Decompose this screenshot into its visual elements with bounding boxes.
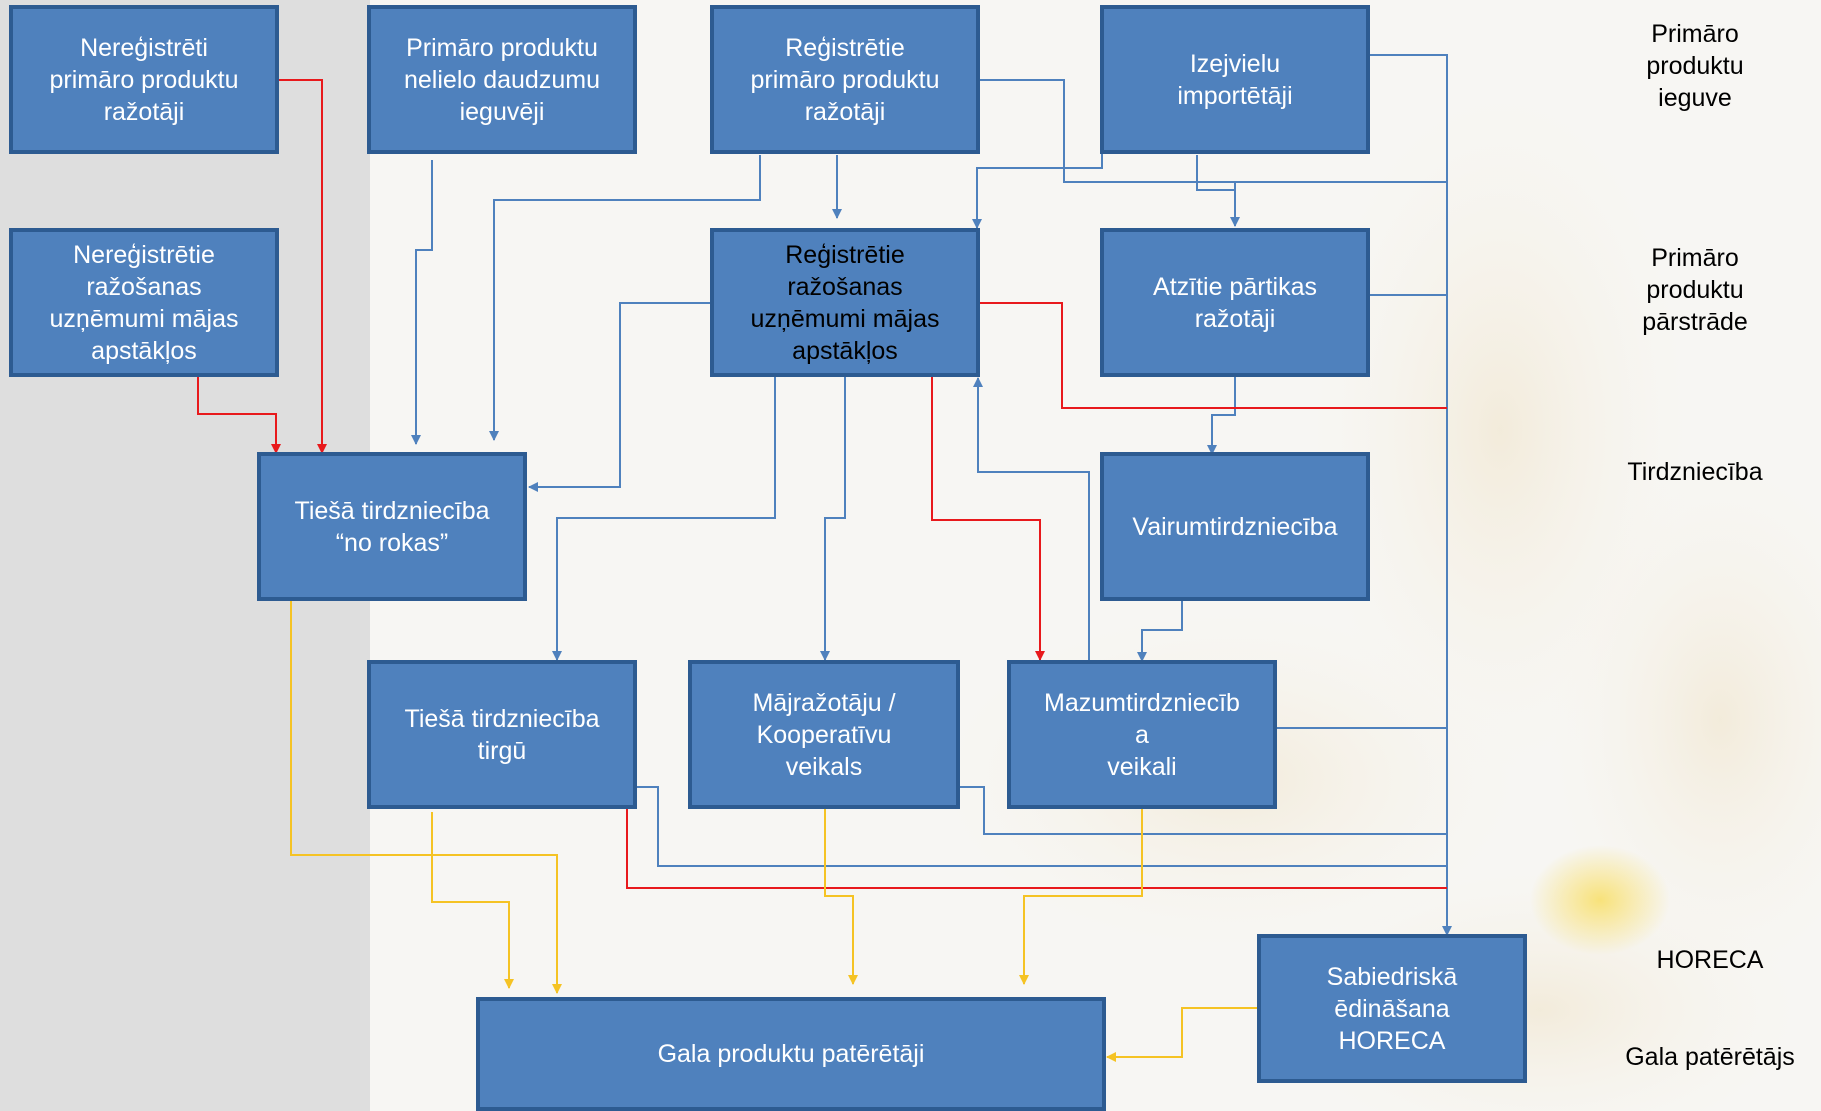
node-home-producer-coop-shop: Mājražotāju / Kooperatīvu veikals [688, 660, 960, 809]
line-wholesale-to-reg-home [973, 377, 1090, 662]
line-importers-to-horeca [1370, 54, 1452, 936]
line-reg-home-to-bus [977, 302, 1447, 409]
line-unreg-primary-to-direct-hand [274, 79, 327, 454]
stage-label-primary-production: Primāro produktu ieguve [1646, 20, 1744, 112]
node-label: Vairumtirdzniecība [1132, 512, 1338, 541]
line-direct-hand-to-consumers [290, 598, 562, 994]
node-label: Gala produktu patērētāji [657, 1040, 925, 1068]
node-label: Sabiedriskā ēdināšana HORECA [1326, 962, 1458, 1055]
line-reg-primary-to-direct-hand [489, 155, 761, 441]
node-label: Reģistrētie ražošanas uzņēmumi mājas aps… [750, 240, 940, 365]
node-label: Tiešā tirdzniecība “no rokas” [294, 496, 490, 557]
node-label: Nereģistrēti primāro produktu ražotāji [49, 33, 239, 126]
node-reg-primary-producers: Reģistrētie primāro produktu ražotāji [710, 5, 980, 154]
stage-label-horeca: HORECA [1656, 946, 1764, 974]
line-small-qty-to-direct-hand [411, 160, 433, 445]
node-direct-hand-sales: Tiešā tirdzniecība “no rokas” [257, 452, 527, 601]
line-direct-market-to-bus [637, 786, 1447, 867]
node-direct-market-sales: Tiešā tirdzniecība tirgū [367, 660, 637, 809]
node-raw-material-importers: Izejvielu importētāji [1100, 5, 1370, 154]
flower-center [1530, 845, 1670, 955]
node-label: Nereģistrētie ražošanas uzņēmumi mājas a… [49, 240, 239, 365]
line-reg-home-to-direct-hand [528, 302, 712, 492]
node-wholesale: Vairumtirdzniecība [1100, 452, 1370, 601]
node-reg-home-producers: Reģistrētie ražošanas uzņēmumi mājas aps… [710, 228, 980, 377]
line-unreg-home-to-direct-hand [197, 375, 281, 454]
line-approved-to-wholesale [1207, 375, 1236, 455]
node-small-quantity-producers: Primāro produktu nelielo daudzumu ieguvē… [367, 5, 637, 154]
node-label: Primāro produktu nelielo daudzumu ieguvē… [404, 33, 600, 126]
line-wholesale-to-retail [1137, 598, 1183, 662]
stage-label-final-consumer: Gala patērētājs [1625, 1043, 1795, 1071]
node-approved-food-producers: Atzītie pārtikas ražotāji [1100, 228, 1370, 377]
line-home-coop-to-consumers [824, 808, 858, 985]
node-label: Izejvielu importētāji [1177, 49, 1293, 110]
line-importers-to-reg-home [972, 122, 1103, 229]
node-horeca-catering: Sabiedriskā ēdināšana HORECA [1257, 934, 1527, 1083]
node-label: Mājražotāju / Kooperatīvu veikals [752, 688, 896, 781]
stage-label-trade: Tirdzniecība [1627, 458, 1763, 486]
node-label: Reģistrētie primāro produktu ražotāji [750, 33, 940, 126]
node-label: Tiešā tirdzniecība tirgū [404, 704, 600, 765]
node-label: Mazumtirdzniecīb a veikali [1044, 688, 1240, 781]
line-reg-home-to-direct-market [552, 375, 776, 661]
node-retail-shops: Mazumtirdzniecīb a veikali [1007, 660, 1277, 809]
node-label: Atzītie pārtikas ražotāji [1153, 272, 1317, 333]
line-direct-market-to-consumers [431, 812, 514, 989]
line-importers-to-approved [1196, 155, 1235, 191]
line-direct-market-to-bus-red [626, 808, 1447, 889]
stage-label-primary-processing: Primāro produktu pārstrāde [1642, 244, 1748, 336]
line-reg-home-to-home-coop [820, 375, 846, 661]
node-final-consumers: Gala produktu patērētāji [476, 997, 1106, 1111]
node-unreg-primary-producers: Nereģistrēti primāro produktu ražotāji [9, 5, 279, 154]
line-retail-to-consumers [1019, 808, 1143, 985]
node-unreg-home-producers: Nereģistrētie ražošanas uzņēmumi mājas a… [9, 228, 279, 377]
line-reg-home-to-retail [931, 375, 1045, 661]
line-horeca-to-consumers [1106, 1007, 1257, 1062]
line-home-coop-to-bus [958, 786, 1447, 835]
